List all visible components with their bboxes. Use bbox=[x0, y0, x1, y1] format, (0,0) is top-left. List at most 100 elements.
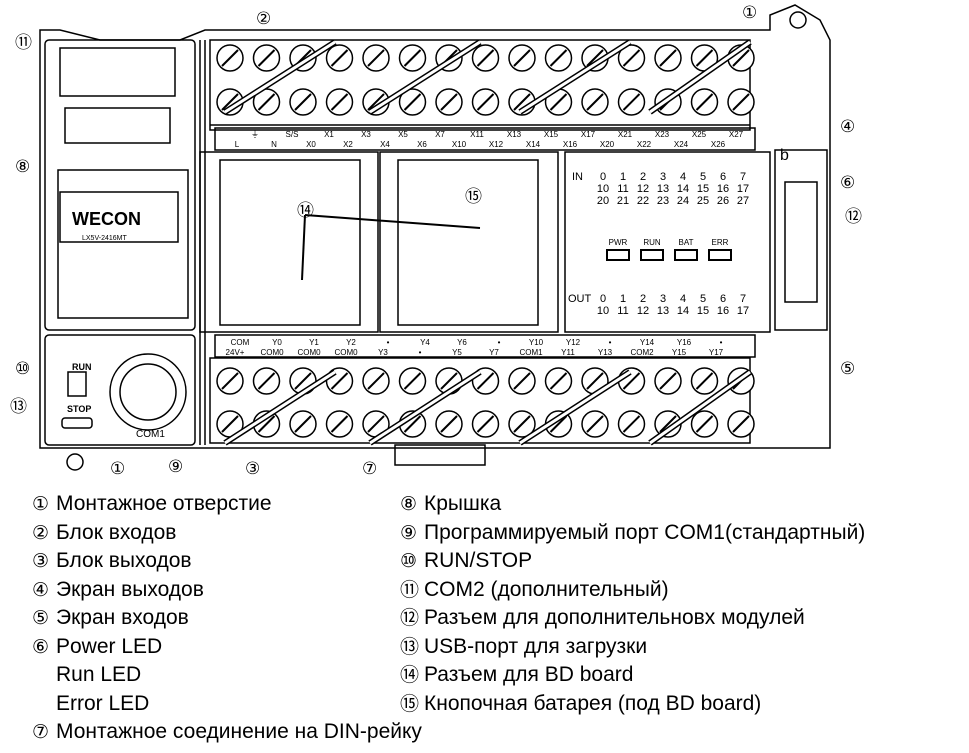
terminal-label: X21 bbox=[618, 130, 633, 139]
usb-port bbox=[61, 417, 93, 429]
screw-slot bbox=[513, 49, 531, 67]
legend-text: Разъем для BD board bbox=[424, 663, 634, 686]
callout-number: ⑥ bbox=[840, 173, 855, 192]
screw-slot bbox=[403, 415, 422, 433]
io-number: 14 bbox=[677, 183, 689, 195]
screw-slot bbox=[622, 415, 641, 433]
status-led bbox=[708, 249, 732, 261]
screw-slot bbox=[440, 372, 458, 390]
terminal-label: Y5 bbox=[452, 348, 462, 357]
terminal-cover-line bbox=[519, 40, 631, 114]
terminal-label: Y2 bbox=[346, 338, 356, 347]
io-number: 12 bbox=[637, 305, 649, 317]
terminal-label: X13 bbox=[507, 130, 522, 139]
callout-number: ⑭ bbox=[297, 201, 314, 220]
stop-label: STOP bbox=[67, 404, 91, 414]
screw-slot bbox=[476, 49, 495, 67]
legend-text: RUN/STOP bbox=[424, 549, 533, 572]
callout-number: ⑤ bbox=[840, 359, 855, 378]
screw-slot bbox=[330, 49, 349, 67]
legend-item: Run LED bbox=[32, 661, 141, 689]
screw-slot bbox=[221, 49, 239, 67]
input-terminal-block bbox=[209, 39, 751, 131]
callout-number: ① bbox=[110, 459, 125, 478]
terminal-cover-line bbox=[369, 40, 481, 114]
legend-number: ① bbox=[32, 493, 50, 515]
terminal-label: X6 bbox=[417, 140, 427, 149]
in-label: IN bbox=[572, 171, 583, 183]
din-rail-clip bbox=[394, 444, 486, 466]
legend-number: ② bbox=[32, 521, 50, 544]
screw-slot bbox=[695, 93, 714, 111]
io-number: 10 bbox=[597, 305, 609, 317]
screw-slot bbox=[586, 49, 604, 67]
screw-slot bbox=[622, 49, 641, 67]
terminal-cover-line bbox=[224, 40, 336, 114]
terminal-label: Y17 bbox=[709, 348, 724, 357]
io-number: 3 bbox=[660, 171, 666, 183]
io-number: 0 bbox=[600, 171, 606, 183]
io-number: 16 bbox=[717, 305, 729, 317]
screw-slot bbox=[476, 372, 495, 390]
screw-slot bbox=[586, 372, 604, 390]
terminal-label: • bbox=[720, 338, 723, 347]
io-number: 5 bbox=[700, 293, 706, 305]
screw-slot bbox=[586, 93, 604, 111]
led-label: RUN bbox=[643, 238, 661, 247]
brand-logo: WECON bbox=[72, 209, 141, 229]
callout-number: ⑨ bbox=[168, 457, 183, 476]
legend-text: Экран выходов bbox=[56, 577, 204, 601]
terminal-label: Y10 bbox=[529, 338, 544, 347]
terminal-label: Y13 bbox=[598, 348, 613, 357]
terminal-label: S/S bbox=[286, 130, 299, 139]
screw-slot bbox=[221, 415, 239, 433]
screw-slot bbox=[367, 49, 385, 67]
io-number: 4 bbox=[680, 171, 686, 183]
legend-number: ⑨ bbox=[400, 521, 418, 544]
terminal-label: ⏚ bbox=[251, 130, 259, 139]
status-led bbox=[674, 249, 698, 261]
terminal-label: X22 bbox=[637, 140, 652, 149]
callout-number: ④ bbox=[840, 117, 855, 136]
screw-slot bbox=[549, 415, 568, 433]
legend-number: ⑥ bbox=[32, 635, 50, 658]
io-number: 15 bbox=[697, 305, 709, 317]
terminal-label: X24 bbox=[674, 140, 689, 149]
screw-slot bbox=[586, 415, 604, 433]
screw-slot bbox=[221, 93, 239, 111]
terminal-label: COM2 bbox=[630, 348, 654, 357]
model-label: LX5V-2416MT bbox=[82, 235, 127, 242]
callout-number: ⑫ bbox=[845, 207, 862, 226]
screw-slot bbox=[622, 372, 641, 390]
terminal-label: Y4 bbox=[420, 338, 430, 347]
led-panel bbox=[564, 151, 771, 333]
callout-number: ⑦ bbox=[362, 459, 377, 478]
legend-number: ③ bbox=[32, 550, 50, 572]
callout-number: ⑩ bbox=[15, 359, 30, 378]
screw-slot bbox=[549, 372, 568, 390]
io-number: 6 bbox=[720, 171, 726, 183]
io-number: 27 bbox=[737, 195, 749, 207]
terminal-label: Y1 bbox=[309, 338, 319, 347]
mounting-hole-top bbox=[789, 11, 807, 29]
legend-number: ⑧ bbox=[400, 493, 418, 515]
io-number: 0 bbox=[600, 293, 606, 305]
terminal-label: 24V+ bbox=[226, 348, 245, 357]
b-label: b bbox=[780, 147, 789, 164]
terminal-cover-line bbox=[369, 370, 481, 445]
legend-number: ④ bbox=[32, 578, 50, 601]
terminal-label: X23 bbox=[655, 130, 670, 139]
terminal-label: X25 bbox=[692, 130, 707, 139]
screw-slot bbox=[257, 415, 276, 433]
led-label: ERR bbox=[712, 238, 729, 247]
terminal-label: X0 bbox=[306, 140, 316, 149]
screw-slot bbox=[695, 415, 714, 433]
screw-slot bbox=[732, 93, 750, 111]
io-number: 12 bbox=[637, 183, 649, 195]
legend-number: ⑤ bbox=[32, 607, 50, 629]
terminal-label: Y6 bbox=[457, 338, 467, 347]
screw-slot bbox=[732, 415, 750, 433]
